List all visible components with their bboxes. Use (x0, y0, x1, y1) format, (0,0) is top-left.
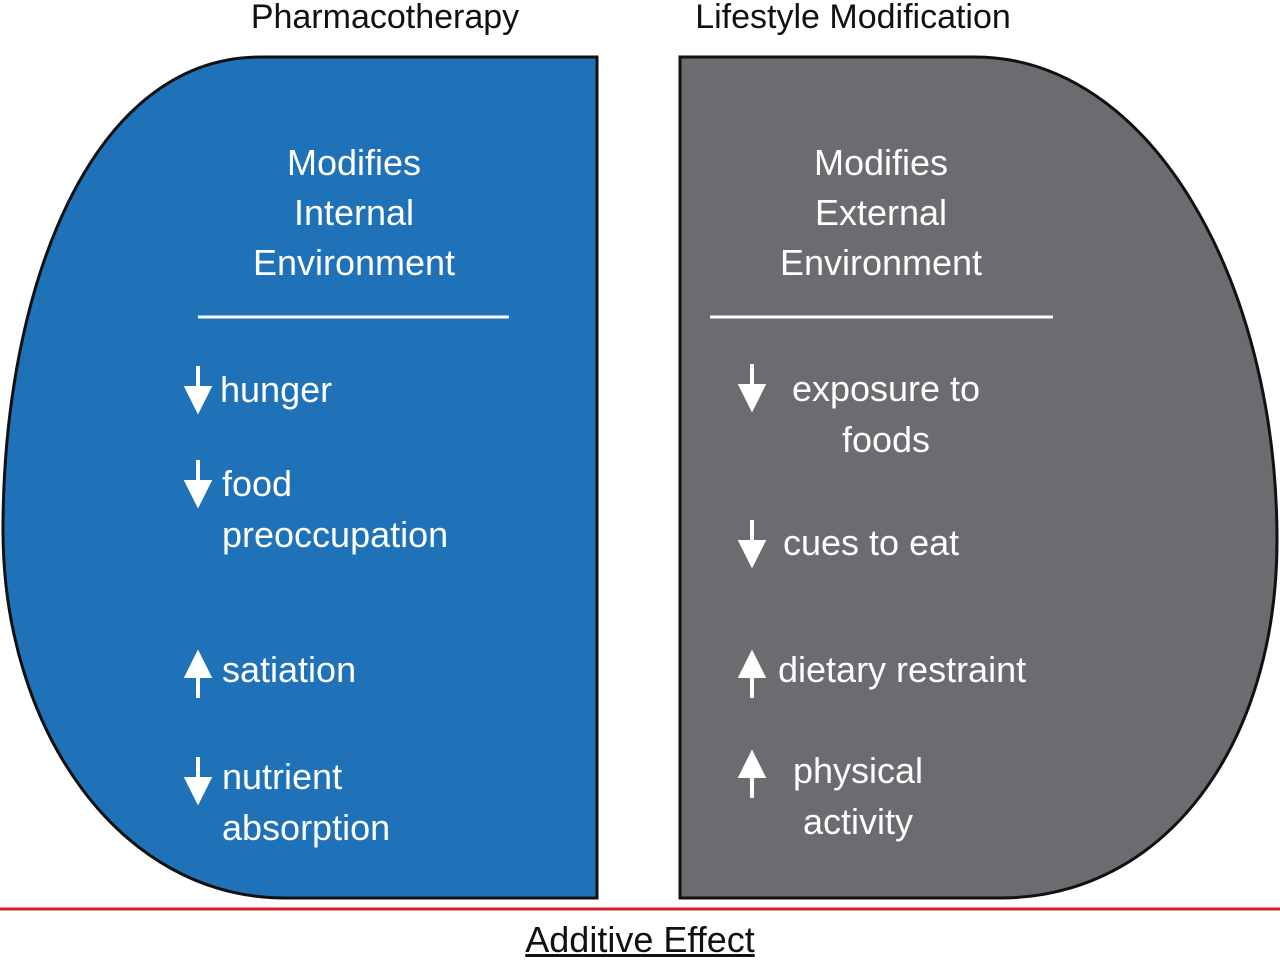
right-item-physical-activity: physical activity (787, 745, 929, 847)
arrow-up-icon (737, 749, 767, 798)
right-heading-2: External (814, 192, 948, 233)
item-text: cues to eat (783, 522, 960, 563)
left-item-food-preoccupation: food preoccupation (222, 458, 448, 560)
item-text: foods (841, 419, 931, 460)
left-item-nutrient-absorption: nutrient absorption (222, 751, 390, 853)
left-heading-3: Environment (252, 242, 456, 283)
arrow-down-icon (737, 364, 767, 413)
item-text: food (222, 463, 293, 504)
right-item-cues-to-eat: cues to eat (783, 517, 959, 568)
pharmacotherapy-shape (1, 55, 599, 900)
item-text: nutrient (222, 756, 343, 797)
item-text: hunger (220, 369, 333, 410)
additive-effect-label: Additive Effect (525, 919, 755, 960)
arrow-up-icon (183, 649, 213, 698)
arrow-down-icon (183, 366, 213, 415)
right-heading-3: Environment (779, 242, 983, 283)
item-text: satiation (222, 649, 357, 690)
left-item-satiation: satiation (222, 644, 356, 695)
left-heading-1: Modifies (286, 142, 422, 183)
pharmacotherapy-title: Pharmacotherapy (250, 0, 520, 36)
item-text: absorption (222, 807, 391, 848)
lifestyle-title: Lifestyle Modification (695, 0, 1011, 36)
lifestyle-shape (678, 55, 1279, 900)
arrow-down-icon (183, 757, 213, 806)
right-heading-1: Modifies (813, 142, 949, 183)
arrow-up-icon (737, 649, 767, 698)
item-text: exposure to (791, 368, 981, 409)
right-item-exposure-to-foods: exposure to foods (783, 363, 989, 465)
item-text: physical (792, 750, 924, 791)
arrow-down-icon (737, 520, 767, 569)
arrow-down-icon (183, 460, 213, 509)
left-item-hunger: hunger (220, 364, 332, 415)
item-text: dietary restraint (778, 649, 1027, 690)
right-item-dietary-restraint: dietary restraint (778, 644, 1026, 695)
item-text: preoccupation (222, 514, 449, 555)
item-text: activity (802, 801, 914, 842)
left-heading-2: Internal (293, 192, 415, 233)
